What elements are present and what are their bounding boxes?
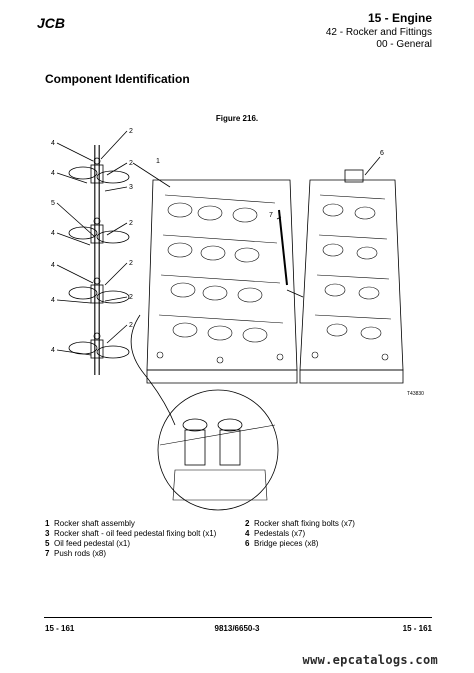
callout-4: 4	[51, 170, 55, 177]
legend-num: 1	[45, 519, 50, 528]
legend-text: Rocker shaft assembly	[54, 519, 135, 528]
svg-text:JCB: JCB	[37, 16, 65, 30]
callout-5: 5	[51, 200, 55, 207]
legend-text: Rocker shaft - oil feed pedestal fixing …	[54, 529, 217, 538]
legend-num: 4	[245, 529, 250, 538]
callout-3: 3	[129, 184, 133, 191]
legend-num: 6	[245, 539, 250, 548]
legend-num: 2	[245, 519, 250, 528]
page-number-right: 15 - 161	[402, 624, 432, 633]
callout-2: 2	[129, 260, 133, 267]
callout-4: 4	[51, 140, 55, 147]
rocker-assembly-figure: 4 4 5 4 4 4 4 2 2 3 2 2 2 2 1 6 7 T43830	[35, 125, 440, 520]
callout-6: 6	[380, 150, 384, 157]
callout-4: 4	[51, 347, 55, 354]
cylinder-head-right	[299, 156, 404, 384]
footer-divider	[44, 617, 432, 618]
push-rod	[276, 209, 304, 298]
rocker-shaft-assembly	[56, 130, 130, 375]
jcb-logo: JCB	[37, 15, 73, 35]
watermark-link[interactable]: www.epcatalogs.com	[302, 653, 438, 667]
figure-code: T43830	[407, 391, 424, 397]
magnified-detail-inset	[157, 389, 279, 511]
callout-4: 4	[51, 297, 55, 304]
callout-2: 2	[129, 160, 133, 167]
callout-4: 4	[51, 262, 55, 269]
legend-text: Push rods (x8)	[54, 549, 107, 558]
callout-2: 2	[129, 322, 133, 329]
callout-4: 4	[51, 230, 55, 237]
callout-2: 2	[129, 220, 133, 227]
page-number-left: 15 - 161	[45, 624, 75, 633]
callout-2: 2	[129, 294, 133, 301]
figure-title: Figure 216.	[215, 114, 259, 123]
component-legend: 1 Rocker shaft assembly 2 Rocker shaft fix…	[45, 519, 445, 559]
cylinder-head-left	[130, 162, 298, 426]
chapter-title: 15 - Engine	[367, 11, 432, 25]
legend-text: Oil feed pedestal (x1)	[54, 539, 131, 548]
legend-num: 7	[45, 549, 50, 558]
section-subtitle: 42 - Rocker and Fittings	[325, 27, 432, 38]
document-code: 9813/6650-3	[214, 624, 260, 633]
legend-text: Bridge pieces (x8)	[254, 539, 319, 548]
section-heading: Component Identification	[45, 72, 190, 86]
legend-text: Rocker shaft fixing bolts (x7)	[254, 519, 355, 528]
legend-num: 3	[45, 529, 50, 538]
callout-7: 7	[269, 212, 273, 219]
subsection-subtitle: 00 - General	[376, 39, 432, 50]
legend-text: Pedestals (x7)	[254, 529, 306, 538]
legend-num: 5	[45, 539, 50, 548]
callout-2: 2	[129, 128, 133, 135]
callout-1: 1	[156, 158, 160, 165]
